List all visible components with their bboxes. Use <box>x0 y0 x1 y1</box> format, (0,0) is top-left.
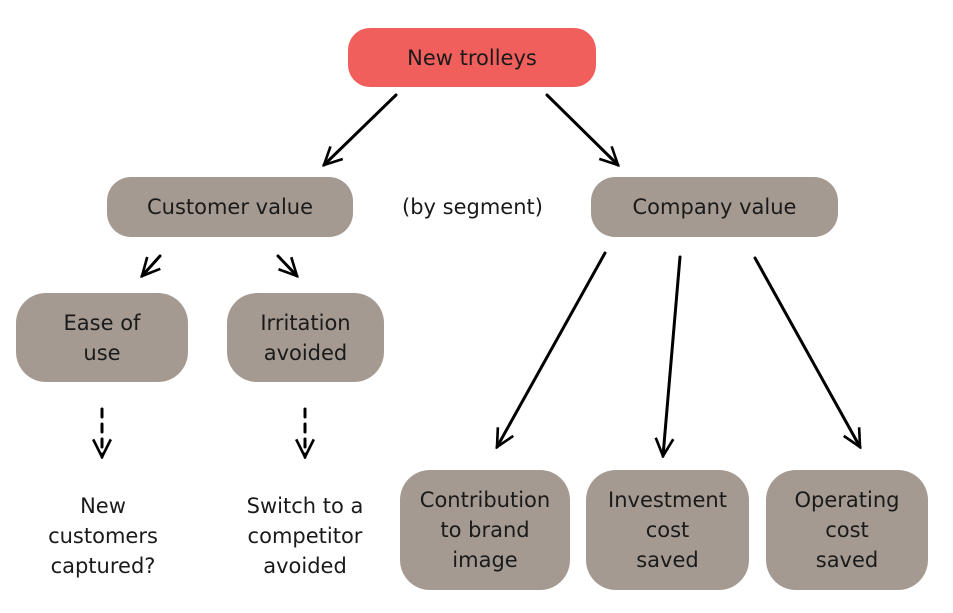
node-new-trolleys: New trolleys <box>348 28 596 87</box>
node-company-value: Company value <box>591 177 838 237</box>
node-investment-cost-saved: Investment cost saved <box>586 470 749 590</box>
node-contribution-to-brand-image: Contribution to brand image <box>400 470 570 590</box>
edge-company-to-investment-cost <box>663 255 682 456</box>
edge-company-to-brand-image <box>495 251 607 447</box>
edge-company-to-operating-cost <box>753 256 862 447</box>
annotation-by-segment: (by segment) <box>402 195 543 219</box>
node-irritation-avoided: Irritation avoided <box>227 293 384 382</box>
node-operating-cost-saved: Operating cost saved <box>766 470 928 590</box>
node-customer-value: Customer value <box>107 177 353 237</box>
edge-root-to-company-value <box>545 93 618 165</box>
edge-customer-to-ease-of-use <box>142 254 162 276</box>
node-ease-of-use: Ease of use <box>16 293 188 382</box>
outcome-new-customers-captured: New customers captured? <box>48 494 158 578</box>
outcome-switch-to-competitor-avoided: Switch to a competitor avoided <box>246 494 364 578</box>
edge-customer-to-irritation-avoided <box>276 254 297 276</box>
edge-root-to-customer-value <box>324 93 398 165</box>
